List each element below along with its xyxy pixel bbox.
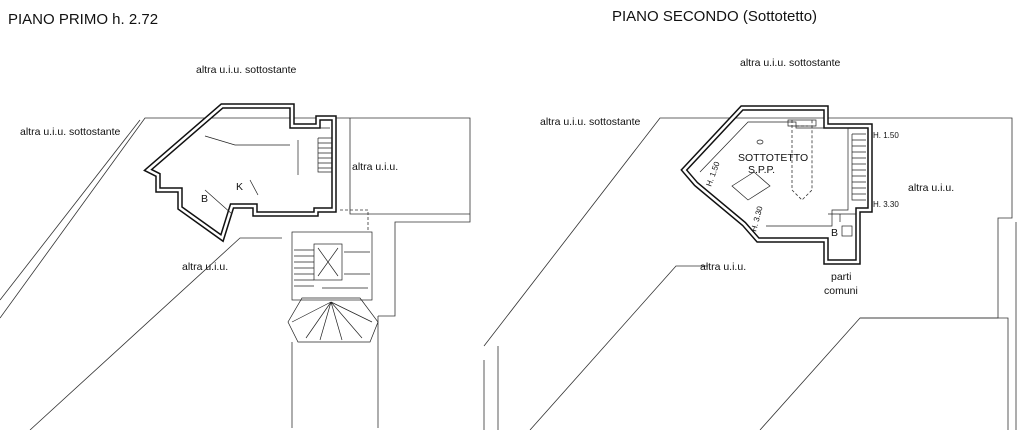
floor2-label-bath: B <box>831 227 838 239</box>
floor1-label-bath: B <box>201 193 208 205</box>
floor2-chimney-top <box>787 119 817 127</box>
floor1-title: PIANO PRIMO h. 2.72 <box>8 11 158 28</box>
floor1-label-right: altra u.i.u. <box>352 161 398 173</box>
floor1-partitions <box>204 127 330 215</box>
floor2-skylight <box>731 171 771 201</box>
floor1-label-kitchen: K <box>236 181 243 193</box>
floor2-label-h330-right: H. 3.30 <box>873 200 899 209</box>
floor1-bay-roof <box>291 301 373 341</box>
floor1-outline-top <box>0 117 471 319</box>
floor2-outline-diagonal <box>529 265 708 430</box>
floor2-label-h150-right: H. 1.50 <box>873 131 899 140</box>
floor1-neighbour-unit <box>349 118 470 215</box>
floor2-plan: altra u.i.u. sottostante altra u.i.u. so… <box>483 57 1017 430</box>
floor1-outline-left <box>0 119 141 301</box>
floor2-label-attic-2: S.P.P. <box>748 164 775 176</box>
floor1-landing-dash <box>340 209 369 232</box>
floor1-apartment-stair <box>317 137 332 173</box>
floor2-attic-walls-inner <box>682 106 872 264</box>
floor2-bath-fixture <box>841 225 853 237</box>
floor1-lift <box>313 243 343 281</box>
floor2-title: PIANO SECONDO (Sottotetto) <box>612 8 817 25</box>
floor1-label-above: altra u.i.u. sottostante <box>196 64 297 76</box>
floor2-label-below: altra u.i.u. <box>700 261 746 273</box>
floor1-landing <box>322 251 370 289</box>
floor2-vent <box>756 139 764 145</box>
floor1-label-left: altra u.i.u. sottostante <box>20 126 121 138</box>
floor2-label-left: altra u.i.u. sottostante <box>540 116 641 128</box>
floor2-label-common-2: comuni <box>824 285 858 297</box>
floor1-stair-steps <box>294 249 314 287</box>
floor1-label-below: altra u.i.u. <box>182 261 228 273</box>
floor2-label-right: altra u.i.u. <box>908 182 954 194</box>
floor1-plan: altra u.i.u. sottostante altra u.i.u. so… <box>0 64 471 430</box>
floor1-lift-cross <box>317 247 339 277</box>
floor1-apartment-walls-inner <box>145 104 336 241</box>
floor2-label-common-1: parti <box>831 271 851 283</box>
floor2-outline-left <box>483 346 499 430</box>
floor2-label-above: altra u.i.u. sottostante <box>740 57 841 69</box>
floor1-stairwell <box>291 231 373 301</box>
floor2-outline-bottom <box>759 222 1017 430</box>
floor2-stair <box>851 133 866 201</box>
floor2-height-line <box>699 121 849 227</box>
floor1-bay <box>287 297 379 343</box>
floor2-label-attic-1: SOTTOTETTO <box>738 152 808 164</box>
floor2-label-h150-left: H. 1.50 <box>704 160 721 188</box>
floor2-bath-partition <box>828 213 856 222</box>
floor2-label-h330-left: H. 3.30 <box>749 205 765 233</box>
floor1-outline-diagonal <box>29 237 282 430</box>
